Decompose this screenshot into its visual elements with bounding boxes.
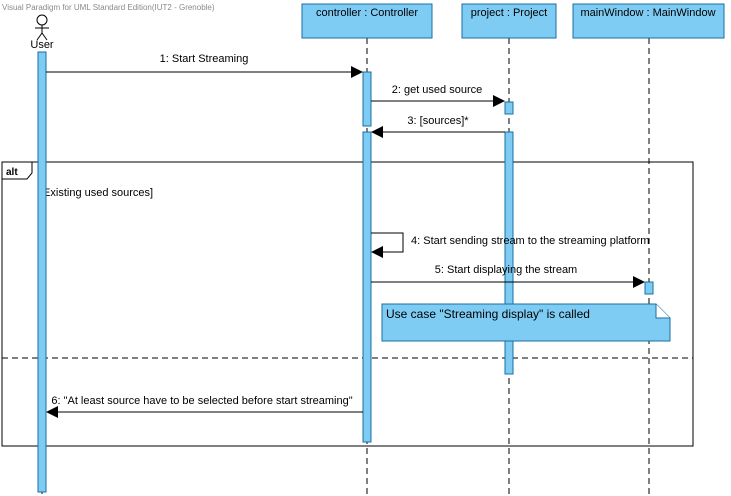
- lifeline-controller[interactable]: controller : Controller: [301, 3, 433, 39]
- user-label: User: [30, 39, 54, 51]
- project-activation-1: [504, 101, 514, 115]
- stick-figure-icon: [35, 14, 49, 41]
- note[interactable]: Use case "Streaming display" is called: [381, 303, 671, 342]
- project-activation-2: [504, 131, 514, 375]
- project-header-box: [461, 3, 557, 39]
- alt-guard: [Existing used sources]: [40, 187, 153, 199]
- mainwindow-header-label: mainWindow : MainWindow: [580, 7, 715, 19]
- message-6[interactable]: 6: "At least source have to be selected …: [46, 395, 363, 418]
- lifeline-project[interactable]: project : Project: [461, 3, 557, 39]
- message-4[interactable]: 4: Start sending stream to the streaming…: [371, 232, 649, 258]
- project-header-label: project : Project: [471, 7, 547, 19]
- mainwindow-activation: [644, 281, 654, 295]
- alt-tag: [1, 161, 33, 180]
- watermark-text: Visual Paradigm for UML Standard Edition…: [2, 3, 215, 12]
- alt-operator: alt: [6, 167, 18, 178]
- note-text: Use case "Streaming display" is called: [386, 307, 590, 321]
- mainwindow-header-box: [572, 3, 725, 39]
- message-1-label: 1: Start Streaming: [160, 53, 249, 65]
- note-fold-icon: [655, 304, 670, 319]
- message-4-arrow: [371, 232, 404, 258]
- controller-header-box: [301, 3, 433, 39]
- controller-activation-1: [362, 71, 372, 127]
- lifeline-mainwindow[interactable]: mainWindow : MainWindow: [572, 3, 725, 39]
- message-1[interactable]: 1: Start Streaming: [46, 53, 363, 78]
- message-3-label: 3: [sources]*: [407, 115, 469, 127]
- alt-fragment[interactable]: alt [Existing used sources]: [1, 161, 694, 447]
- alt-frame: [1, 161, 694, 447]
- message-5-label: 5: Start displaying the stream: [435, 264, 577, 276]
- message-5[interactable]: 5: Start displaying the stream: [371, 264, 645, 288]
- user-actor[interactable]: User: [30, 14, 54, 51]
- message-3[interactable]: 3: [sources]*: [371, 115, 505, 138]
- message-2[interactable]: 2: get used source: [371, 84, 505, 107]
- user-activation: [37, 51, 47, 493]
- controller-activation-2: [362, 131, 372, 443]
- message-6-label: 6: "At least source have to be selected …: [51, 395, 352, 407]
- message-4-label: 4: Start sending stream to the streaming…: [411, 235, 649, 247]
- controller-header-label: controller : Controller: [316, 7, 418, 19]
- message-2-label: 2: get used source: [392, 84, 483, 96]
- note-body: [381, 303, 671, 342]
